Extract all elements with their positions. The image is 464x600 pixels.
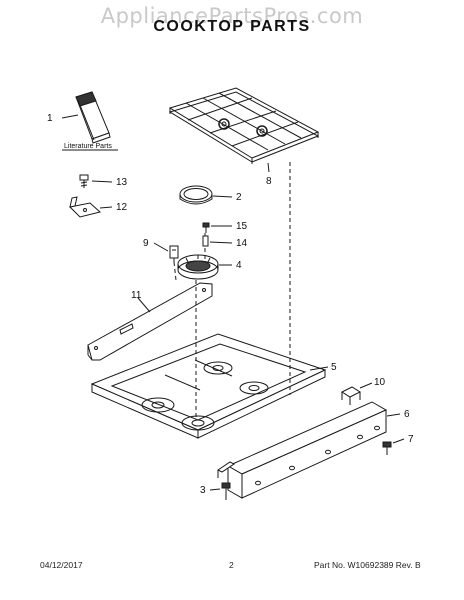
callout-14: 14 — [236, 238, 248, 249]
callout-10: 10 — [374, 377, 386, 388]
screw-13 — [79, 174, 89, 188]
callout-8: 8 — [266, 176, 272, 187]
callout-1: 1 — [47, 113, 53, 124]
callout-4: 4 — [236, 260, 242, 271]
leader-14 — [209, 241, 233, 244]
watermark: AppliancePartsPros.com — [100, 4, 364, 28]
ignitor-9 — [169, 245, 179, 262]
footer-page: 2 — [229, 560, 234, 570]
leader-11 — [137, 297, 151, 313]
callout-3: 3 — [200, 485, 206, 496]
bracket-12 — [68, 196, 102, 218]
callout-11: 11 — [131, 290, 142, 301]
callout-15: 15 — [236, 221, 248, 232]
alignment-lines — [173, 162, 291, 418]
callout-2: 2 — [236, 192, 242, 203]
leader-3 — [209, 488, 221, 491]
callout-6: 6 — [404, 409, 410, 420]
leader-10 — [359, 382, 373, 389]
callout-5: 5 — [331, 362, 337, 373]
manifold-panel-6 — [217, 401, 388, 499]
leader-9 — [153, 242, 169, 252]
leader-1 — [61, 114, 79, 119]
leader-6 — [386, 413, 401, 417]
screw-15 — [202, 222, 210, 233]
literature-booklet — [75, 91, 111, 144]
burner-cap-2 — [179, 185, 213, 205]
footer-part-number: Part No. W10692389 Rev. B — [314, 560, 421, 570]
leader-13 — [91, 180, 113, 183]
electrode-14 — [202, 233, 209, 247]
rear-panel-11 — [87, 282, 213, 361]
leader-12 — [99, 206, 113, 209]
screw-3 — [221, 482, 231, 500]
burner-base-4 — [177, 254, 219, 280]
leader-8 — [267, 162, 270, 173]
grate-8 — [168, 87, 320, 164]
literature-parts-label: Literature Parts — [64, 143, 112, 150]
cooktop-panel-5 — [90, 333, 327, 439]
screw-7 — [382, 441, 392, 455]
leader-2 — [212, 195, 233, 198]
callout-13: 13 — [116, 177, 128, 188]
footer-date: 04/12/2017 — [40, 560, 83, 570]
callout-7: 7 — [408, 434, 414, 445]
bracket-10 — [340, 386, 362, 405]
page-title: COOKTOP PARTS — [153, 18, 311, 35]
leader-7 — [392, 438, 405, 444]
leader-5 — [309, 366, 329, 371]
callout-12: 12 — [116, 202, 128, 213]
callout-9: 9 — [143, 238, 149, 249]
